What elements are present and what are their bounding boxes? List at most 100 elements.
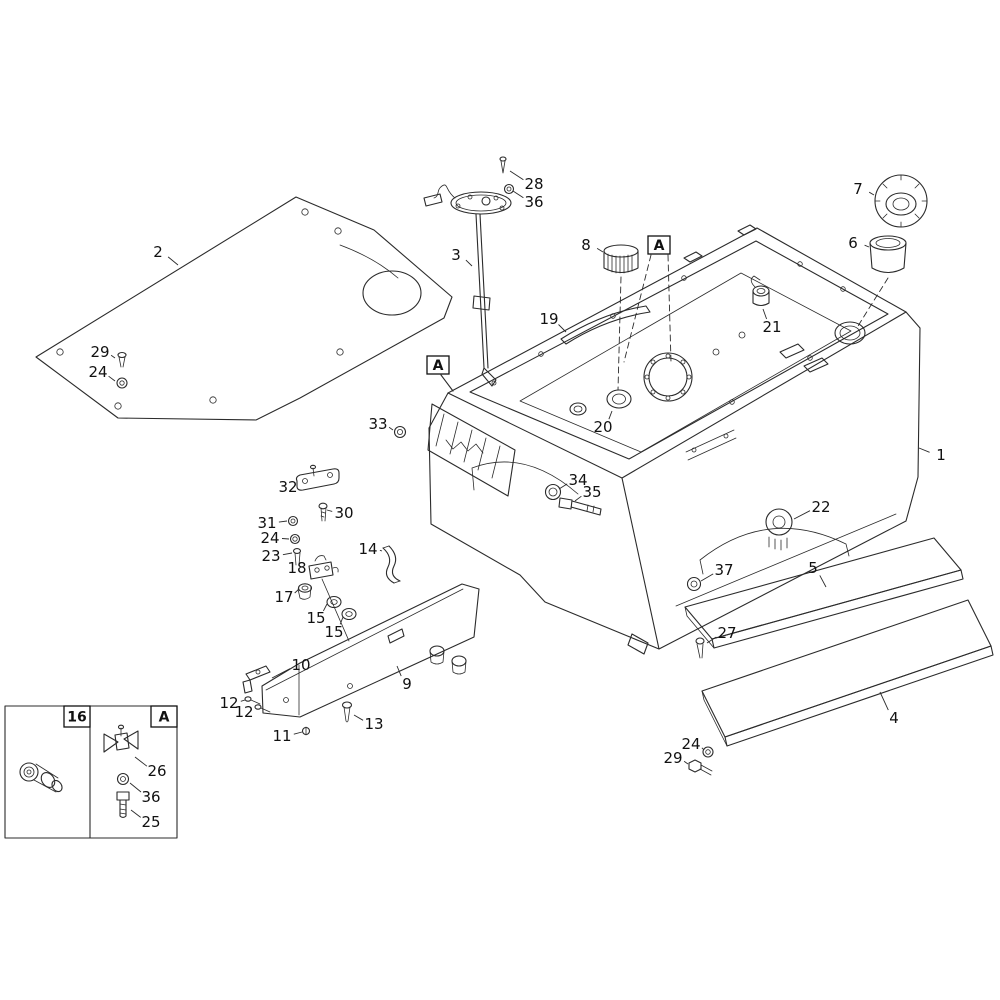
part-callout-26: 26 xyxy=(147,762,166,780)
part-callout-1: 1 xyxy=(936,446,946,464)
leader-line-17 xyxy=(294,589,299,594)
leader-line-24 xyxy=(281,538,290,540)
leader-line-8 xyxy=(596,248,604,253)
bracket-32 xyxy=(295,464,340,491)
fitting-22 xyxy=(765,508,793,551)
part-callout-8: 8 xyxy=(581,236,591,254)
part-callout-36: 36 xyxy=(524,193,543,211)
part-callout-30: 30 xyxy=(334,504,353,522)
part-callout-12: 12 xyxy=(234,703,253,721)
sender-wiring xyxy=(433,184,456,199)
part-callout-34: 34 xyxy=(568,471,587,489)
screws-12 xyxy=(244,696,271,713)
leader-line-3 xyxy=(465,259,473,267)
leader-line-21 xyxy=(762,308,768,320)
part-callout-5: 5 xyxy=(808,559,818,577)
tank-body xyxy=(393,224,921,655)
guard-plate-9 xyxy=(261,583,480,718)
framed-label-box-A xyxy=(426,355,450,375)
part-callout-22: 22 xyxy=(811,498,830,516)
leader-line-11 xyxy=(293,731,303,735)
part-callout-15: 15 xyxy=(324,623,343,641)
leader-line-23 xyxy=(282,552,293,556)
leader-line-35 xyxy=(574,495,582,502)
leader-line-28 xyxy=(509,170,524,181)
leader-line-36 xyxy=(512,190,524,199)
framed-label-A: A xyxy=(159,710,170,726)
leader-line-2 xyxy=(167,256,179,266)
leader-layer xyxy=(108,170,930,818)
leader-line-34 xyxy=(558,483,568,490)
strap-19 xyxy=(560,305,651,345)
washer-31 xyxy=(287,515,299,527)
leader-line-29 xyxy=(683,760,689,765)
fuel-sender xyxy=(423,156,515,387)
leader-line-6 xyxy=(864,244,870,248)
part-callout-6: 6 xyxy=(848,234,858,252)
leader-line-27 xyxy=(706,636,717,644)
washer-24-bottom xyxy=(702,746,714,758)
leader-line-1 xyxy=(918,447,930,453)
panel-washer-24 xyxy=(116,377,128,389)
sender-rod xyxy=(475,213,489,369)
breather-cap xyxy=(603,244,639,391)
leader-line-24 xyxy=(701,747,705,751)
leader-line-12 xyxy=(240,699,246,702)
leader-line-37 xyxy=(700,573,714,582)
panel-screw-29 xyxy=(117,351,127,368)
fitting-16 xyxy=(19,762,63,793)
part-callout-2: 2 xyxy=(153,243,163,261)
part-callout-31: 31 xyxy=(257,514,276,532)
leader-line-36 xyxy=(129,782,142,793)
leader-line-15 xyxy=(323,603,328,612)
part-callout-25: 25 xyxy=(141,813,160,831)
part-callout-21: 21 xyxy=(762,318,781,336)
screw-29-bottom xyxy=(688,759,713,776)
screw-27 xyxy=(695,637,705,659)
sender-washer-36 xyxy=(503,183,515,195)
part-callout-12: 12 xyxy=(219,694,238,712)
framed-label-box-A xyxy=(150,705,178,728)
leader-line-29 xyxy=(110,354,116,359)
bolt-30 xyxy=(318,502,328,522)
part-callout-33: 33 xyxy=(368,415,387,433)
hose-14 xyxy=(382,545,401,584)
part-callout-4: 4 xyxy=(889,709,899,727)
leader-line-30 xyxy=(326,509,333,512)
step-tread-5 xyxy=(684,537,964,649)
fitting-17 xyxy=(297,583,313,600)
washer-36-inset xyxy=(116,772,130,786)
part-callout-19: 19 xyxy=(539,310,558,328)
framed-label-16: 16 xyxy=(67,710,86,726)
leader-line-7 xyxy=(868,191,875,196)
bolt-35 xyxy=(558,497,602,516)
part-callout-36: 36 xyxy=(141,788,160,806)
leader-line-13 xyxy=(353,714,364,721)
bracket-10 xyxy=(242,665,271,694)
filler-neck xyxy=(857,235,907,327)
leader-line-33 xyxy=(388,426,394,431)
sender-mount-ring xyxy=(643,352,693,402)
filler-boss-20 xyxy=(569,389,632,416)
leader-line-24 xyxy=(108,375,116,382)
filler-hole xyxy=(834,321,866,345)
leader-line-26 xyxy=(134,756,148,767)
part-callout-29: 29 xyxy=(90,343,109,361)
part-callout-23: 23 xyxy=(261,547,280,565)
leader-line-19 xyxy=(558,324,567,333)
part-callout-28: 28 xyxy=(524,175,543,193)
part-callout-29: 29 xyxy=(663,749,682,767)
washer-15-b xyxy=(341,607,357,621)
part-callout-20: 20 xyxy=(593,418,612,436)
part-callout-9: 9 xyxy=(402,675,412,693)
washer-34 xyxy=(544,483,562,501)
left-mount-bracket xyxy=(427,403,516,497)
part-callout-18: 18 xyxy=(287,559,306,577)
leader-line-14 xyxy=(379,549,383,552)
part-callout-10: 10 xyxy=(291,656,310,674)
part-callout-14: 14 xyxy=(358,540,377,558)
part-callout-27: 27 xyxy=(717,624,736,642)
